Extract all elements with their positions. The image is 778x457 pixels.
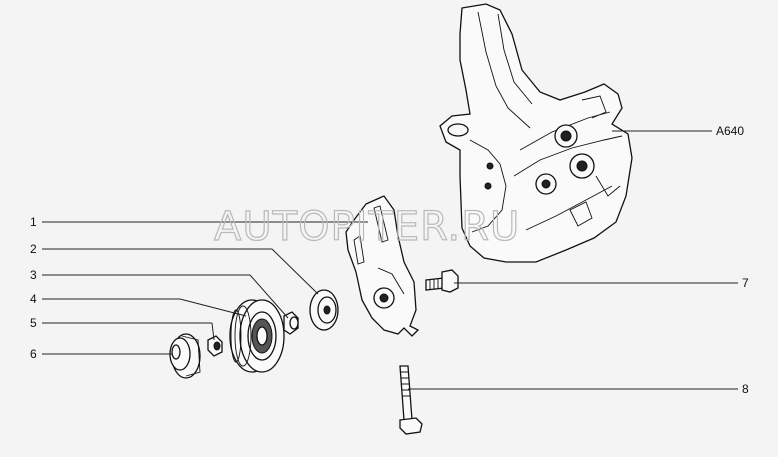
label-part-1: 1: [30, 215, 37, 229]
flange-bolt: [425, 269, 459, 293]
mounting-bracket: [439, 3, 633, 263]
label-part-2: 2: [30, 242, 37, 256]
leader-lines: [42, 130, 738, 390]
tensioner-plate: [345, 195, 420, 337]
hex-nut: [207, 335, 223, 357]
label-part-7: 7: [742, 276, 749, 290]
label-part-4: 4: [30, 292, 37, 306]
dust-cap: [169, 333, 201, 379]
washer: [309, 289, 339, 331]
label-part-3: 3: [30, 268, 37, 282]
watermark-text: AUTOPITER.RU: [214, 204, 520, 250]
label-part-5: 5: [30, 316, 37, 330]
label-part-6: 6: [30, 347, 37, 361]
long-bolt: [399, 365, 423, 435]
idler-pulley: [229, 299, 285, 373]
label-part-8: 8: [742, 382, 749, 396]
label-bracket: A640: [716, 124, 744, 138]
